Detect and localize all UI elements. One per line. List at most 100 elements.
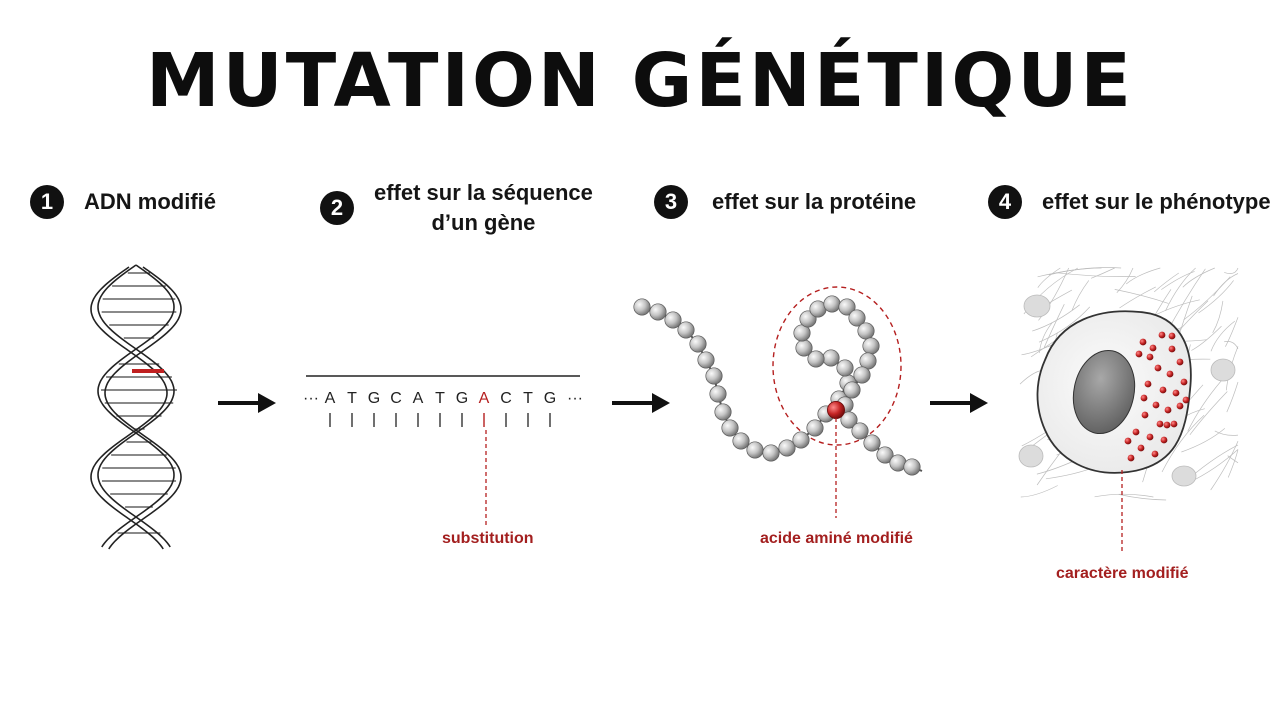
amino-acid-bead xyxy=(778,439,796,457)
fiber xyxy=(1226,381,1239,413)
granule xyxy=(1168,345,1176,353)
fiber xyxy=(1191,325,1222,351)
granule xyxy=(1124,437,1132,445)
fiber xyxy=(1037,267,1061,288)
step-label-1: ADN modifié xyxy=(84,189,216,214)
amino-acid-bead xyxy=(822,349,840,367)
granule xyxy=(1132,428,1140,436)
fiber xyxy=(1182,267,1215,288)
amino-acid-bead xyxy=(762,444,780,462)
amino-acid-bead xyxy=(840,411,858,429)
fiber xyxy=(1020,485,1058,498)
fiber xyxy=(1090,267,1115,279)
amino-acid-bead xyxy=(836,359,854,377)
sequence-letter: A xyxy=(413,390,424,407)
fiber xyxy=(1116,267,1134,293)
fiber xyxy=(1210,440,1239,491)
amino-acid-bead xyxy=(806,419,824,437)
fiber xyxy=(1198,280,1234,314)
amino-acid-bead xyxy=(876,446,894,464)
granule xyxy=(1152,401,1160,409)
amino-acid-bead xyxy=(863,434,881,452)
granule xyxy=(1146,433,1154,441)
step-2: 2 effet sur la séquence d’un gène xyxy=(320,178,593,238)
fiber xyxy=(1094,493,1154,498)
fiber xyxy=(1055,272,1136,277)
fiber xyxy=(1019,370,1042,385)
protein-chain-icon xyxy=(633,286,923,518)
amino-acid-bead xyxy=(795,339,813,357)
granule xyxy=(1159,386,1167,394)
granule xyxy=(1154,364,1162,372)
fiber xyxy=(1227,449,1239,478)
granule xyxy=(1158,331,1166,339)
fiber xyxy=(1214,430,1239,436)
granule xyxy=(1140,394,1148,402)
sequence-letter: G xyxy=(544,390,556,407)
sequence-prefix: ··· xyxy=(303,390,319,407)
granule xyxy=(1135,350,1143,358)
amino-acid-bead xyxy=(633,298,651,316)
sequence-letter: A xyxy=(325,390,336,407)
fiber xyxy=(1114,289,1169,304)
granule xyxy=(1137,444,1145,452)
granule xyxy=(1141,411,1149,419)
amino-acid-bead xyxy=(807,350,825,368)
granule xyxy=(1166,370,1174,378)
fiber xyxy=(1038,322,1053,354)
arrow-right-icon xyxy=(218,393,276,413)
amino-acid-bead xyxy=(709,385,727,403)
amino-acid-bead xyxy=(851,422,869,440)
granule xyxy=(1160,436,1168,444)
fiber xyxy=(1161,271,1195,290)
fiber xyxy=(1227,455,1239,464)
amino-acid-bead xyxy=(838,298,856,316)
amino-acid-bead xyxy=(649,303,667,321)
granule xyxy=(1180,378,1188,386)
sequence-letter: T xyxy=(435,390,445,407)
fiber xyxy=(1161,414,1205,473)
amino-acid-bead xyxy=(689,335,707,353)
fiber xyxy=(1213,273,1239,297)
sequence-letter: C xyxy=(500,390,512,407)
mutated-amino-acid-bead xyxy=(827,400,846,419)
step-label-2: effet sur la séquence d’un gène xyxy=(374,178,593,238)
step-1: 1 ADN modifié xyxy=(30,185,216,219)
granule xyxy=(1127,454,1135,462)
sequence-letter: C xyxy=(390,390,402,407)
fiber xyxy=(1119,286,1156,309)
granule xyxy=(1156,420,1164,428)
granule xyxy=(1168,332,1176,340)
sequence-letter: T xyxy=(523,390,533,407)
arrow-right-icon xyxy=(612,393,670,413)
amino-acid-bead xyxy=(664,311,682,329)
sequence-letter: G xyxy=(456,390,468,407)
amino-acid-bead xyxy=(843,381,861,399)
granule xyxy=(1144,380,1152,388)
granule xyxy=(1146,353,1154,361)
step-label-4: effet sur le phénotype xyxy=(1042,189,1271,214)
amino-acid-bead xyxy=(823,295,841,313)
fiber xyxy=(1224,341,1239,349)
fiber xyxy=(1183,276,1231,321)
fiber xyxy=(1189,391,1228,436)
amino-acid-bead xyxy=(853,366,871,384)
granule xyxy=(1182,396,1190,404)
fiber xyxy=(1125,267,1161,285)
fiber xyxy=(1071,280,1090,311)
amino-acid-bead xyxy=(677,321,695,339)
fiber xyxy=(1181,428,1226,453)
amino-acid-bead xyxy=(721,419,739,437)
trait-label: caractère modifié xyxy=(1056,565,1189,582)
fiber xyxy=(1048,267,1122,276)
step-4: 4 effet sur le phénotype xyxy=(988,185,1271,219)
page-title: MUTATION GÉNÉTIQUE xyxy=(146,38,1134,124)
amino-acid-bead xyxy=(697,351,715,369)
fiber xyxy=(1212,300,1224,333)
step-3: 3 effet sur la protéine xyxy=(654,185,916,219)
fiber xyxy=(1225,317,1239,347)
step-number-4: 4 xyxy=(988,185,1022,219)
cell-icon xyxy=(1018,267,1239,552)
step-number-2: 2 xyxy=(320,191,354,225)
